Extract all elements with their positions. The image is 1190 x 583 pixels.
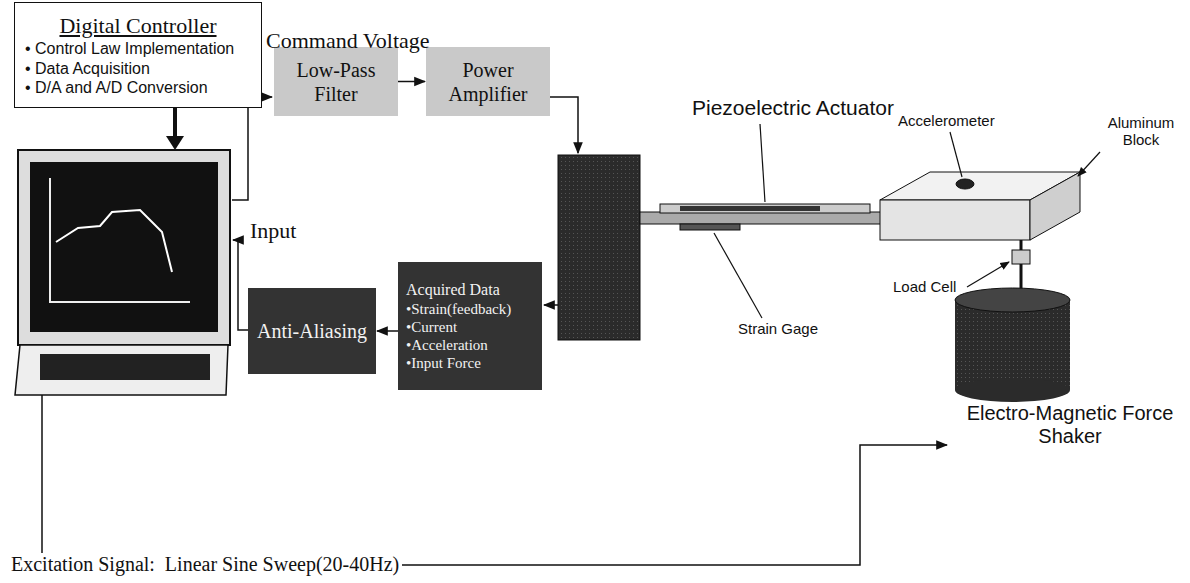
box-title: Low-Pass Filter [280,58,392,106]
part-label: Piezoelectric Actuator [692,96,894,120]
box-title: Anti-Aliasing [254,319,370,343]
box-item: • Data Acquisition [25,59,251,78]
part-label: Accelerometer [898,112,995,129]
command-wire [232,97,272,200]
signal-arrow [398,81,425,83]
part-label: Input [250,218,296,243]
amplifier-box: Power Amplifier [426,47,550,116]
controller-arrow [166,108,184,150]
filter-box: Low-Pass Filter [274,47,398,116]
data-wire [544,304,558,306]
part-label: Electro-Magnetic Force Shaker [955,402,1185,448]
box-item: •Strain(feedback) [406,300,534,318]
input-wire [233,240,248,330]
amp-wire [550,97,578,153]
laptop [15,150,230,395]
box-item: •Current [406,318,534,336]
part-label: Strain Gage [738,320,818,337]
signal-arrow [377,330,398,332]
box-item: • Control Law Implementation [25,39,251,58]
part-label: Excitation Signal: Linear Sine Sweep(20-… [8,553,402,576]
box-item: •Input Force [406,354,534,372]
controller-box: Digital Controller• Control Law Implemen… [14,2,262,108]
leader-lines [714,124,1100,318]
box-item: • D/A and A/D Conversion [25,78,251,97]
clamp-block [558,155,640,340]
aluminum-block [880,172,1080,240]
part-label: Aluminum Block [1096,114,1186,149]
box-title: Digital Controller [25,13,251,39]
part-label: Command Voltage [266,28,430,53]
shaker [955,288,1070,402]
box-title: Acquired Data [406,280,534,299]
excitation-wire [42,395,947,565]
data-box: Acquired Data•Strain(feedback)•Current•A… [398,262,542,390]
part-label: Load Cell [893,278,956,295]
box-item: •Acceleration [406,336,534,354]
filter-box: Anti-Aliasing [248,288,376,374]
box-title: Power Amplifier [432,58,544,106]
